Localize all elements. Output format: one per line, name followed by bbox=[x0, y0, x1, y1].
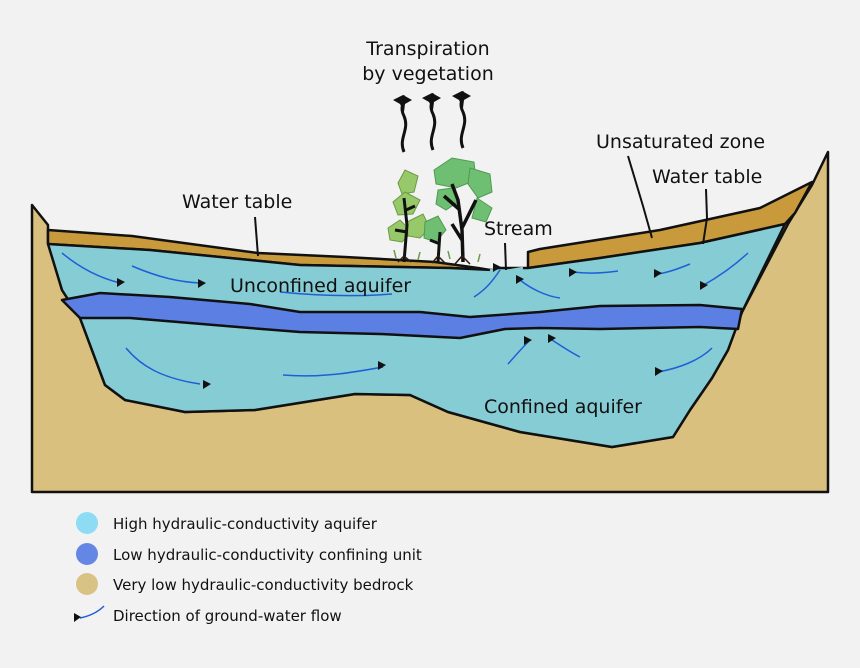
stream-label: Stream bbox=[484, 218, 553, 240]
leader-lines bbox=[254, 155, 709, 271]
grass-tufts bbox=[393, 249, 481, 263]
legend-label-bedrock: Very low hydraulic-conductivity bedrock bbox=[113, 576, 414, 594]
flow-arrowheads bbox=[117, 263, 708, 389]
tree-left bbox=[387, 169, 431, 263]
transpiration-label-line2: by vegetation bbox=[362, 63, 494, 85]
legend-label-confining-unit: Low hydraulic-conductivity confining uni… bbox=[113, 546, 422, 564]
water-table-left-label: Water table bbox=[182, 191, 292, 213]
water-table-right-label: Water table bbox=[652, 166, 762, 188]
flow-direction-icon bbox=[74, 605, 105, 622]
unconfined-aquifer-label: Unconfined aquifer bbox=[230, 275, 411, 297]
legend-swatch-bedrock bbox=[76, 573, 98, 595]
legend-label-aquifer: High hydraulic-conductivity aquifer bbox=[113, 515, 378, 533]
transpiration-label-line1: Transpiration bbox=[365, 38, 489, 60]
unsaturated-zone-label: Unsaturated zone bbox=[596, 131, 765, 153]
tree-right bbox=[433, 157, 493, 265]
transpiration-stars bbox=[393, 91, 471, 112]
legend-swatch-confining-unit bbox=[76, 543, 98, 565]
legend: High hydraulic-conductivity aquifer Low … bbox=[74, 512, 422, 625]
legend-label-flow-direction: Direction of ground-water flow bbox=[113, 607, 342, 625]
confined-aquifer-label: Confined aquifer bbox=[484, 396, 642, 418]
tree-middle bbox=[423, 215, 447, 264]
legend-swatch-aquifer bbox=[76, 512, 98, 534]
confining-unit bbox=[60, 291, 744, 340]
flow-lines bbox=[61, 252, 749, 385]
